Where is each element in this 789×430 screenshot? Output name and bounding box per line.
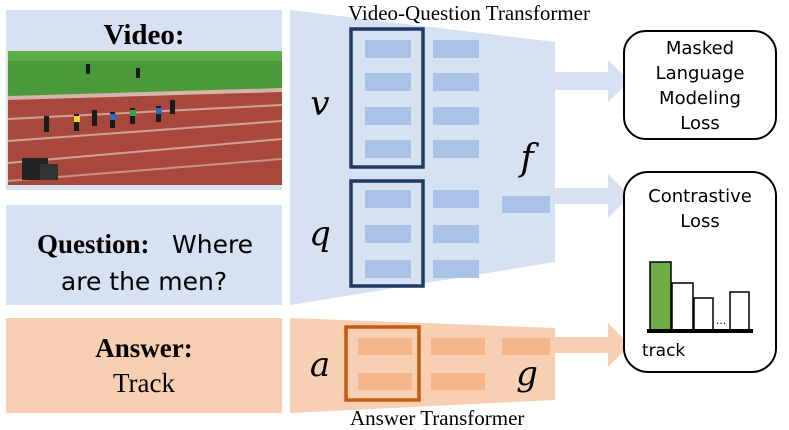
- vq-output-tokens: [433, 40, 479, 278]
- symbol-v: v: [310, 84, 329, 124]
- vq-transformer-title: Video-Question Transformer: [348, 1, 590, 25]
- bar: [729, 291, 750, 331]
- mlm-loss-line4: Loss: [680, 113, 719, 134]
- answer-funnel: [290, 318, 555, 413]
- mlm-loss-line3: Modeling: [659, 88, 741, 109]
- answer-text: Track: [113, 368, 176, 398]
- question-text-line2: are the men?: [61, 267, 227, 296]
- question-heading: Question:: [37, 229, 150, 259]
- answer-input-box: [344, 325, 421, 402]
- bar-axis: [647, 329, 753, 333]
- answer-arrow: [555, 323, 630, 367]
- mlm-loss-line1: Masked: [666, 38, 734, 59]
- mlm-loss-box: [623, 30, 777, 140]
- symbol-q: q: [309, 214, 331, 254]
- similarity-bars: [647, 261, 753, 333]
- answer-panel: [6, 318, 282, 413]
- question-text-line1: Where: [172, 230, 253, 259]
- mlm-arrow: [555, 60, 630, 102]
- symbol-g: g: [516, 354, 538, 394]
- contrastive-arrow: [555, 174, 630, 218]
- answer-tokens: [358, 338, 550, 390]
- contrastive-loss-line1: Contrastive: [648, 186, 752, 207]
- video-tokens: [365, 40, 411, 158]
- question-input-box: [349, 179, 425, 288]
- video-thumbnail: [8, 51, 282, 185]
- bar-label-track: track: [642, 341, 685, 361]
- answer-transformer-title: Answer Transformer: [350, 406, 524, 430]
- contrastive-loss-line2: Loss: [680, 211, 719, 232]
- video-heading: Video:: [103, 19, 184, 51]
- symbol-a: a: [310, 345, 330, 385]
- fused-token: [502, 196, 550, 213]
- question-tokens: [365, 190, 411, 278]
- video-input-box: [349, 27, 425, 169]
- question-panel: [6, 205, 282, 305]
- mlm-loss-line2: Language: [656, 63, 745, 84]
- bar: [671, 282, 694, 331]
- bar: [693, 297, 714, 331]
- bar-ellipsis: ...: [716, 314, 727, 327]
- answer-heading: Answer:: [95, 333, 192, 363]
- bar-correct: [649, 261, 672, 331]
